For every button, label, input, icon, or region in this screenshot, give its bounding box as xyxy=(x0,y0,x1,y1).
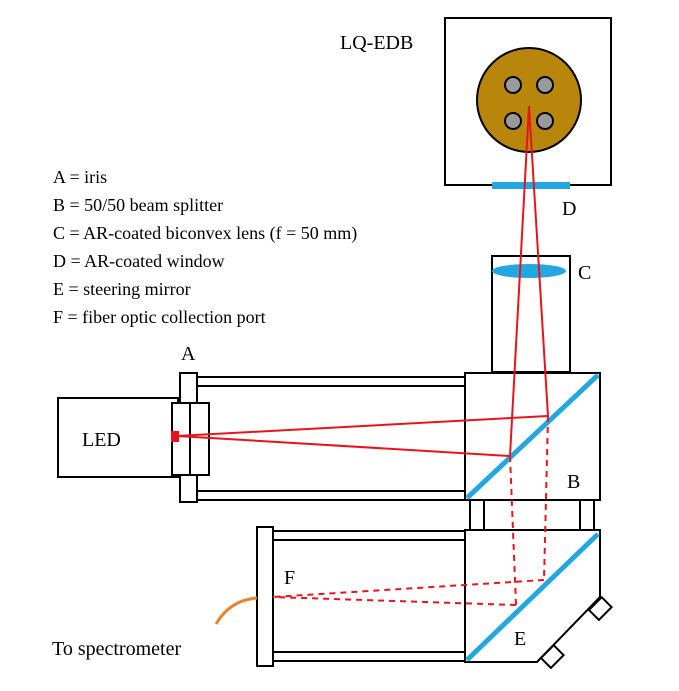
sample-pin xyxy=(504,112,522,130)
led-housing xyxy=(57,397,179,478)
cage-rod xyxy=(196,376,466,387)
steering-mirror-e xyxy=(465,532,600,662)
label-b: B xyxy=(567,471,580,493)
cage-rod xyxy=(196,490,466,501)
collected-beam xyxy=(272,596,517,606)
cage-rod xyxy=(272,651,467,662)
to-spectrometer-label: To spectrometer xyxy=(52,638,181,660)
illumination-beam xyxy=(509,105,530,457)
legend-item: E = steering mirror xyxy=(53,279,191,299)
legend-item: B = 50/50 beam splitter xyxy=(53,195,223,215)
sample-pin xyxy=(504,76,522,94)
collected-beam xyxy=(272,579,545,598)
sample-pin xyxy=(536,112,554,130)
cage-rod xyxy=(272,530,467,541)
legend-item: C = AR-coated biconvex lens (f = 50 mm) xyxy=(53,223,357,244)
legend-item: A = iris xyxy=(53,167,107,187)
beam-paths xyxy=(176,105,549,457)
fiber-collection-port-f xyxy=(256,526,274,667)
illumination-beam xyxy=(176,435,511,457)
label-e: E xyxy=(514,628,526,650)
legend-item: D = AR-coated window xyxy=(53,251,225,271)
led-emitter xyxy=(171,431,179,442)
legend-item: F = fiber optic collection port xyxy=(53,307,266,327)
mirror-adjuster-knob xyxy=(539,643,566,670)
illumination-beam xyxy=(176,415,549,437)
cube-post xyxy=(469,499,485,531)
collection-beam-paths xyxy=(272,415,549,606)
sample-pin xyxy=(536,76,554,94)
fiber-cable xyxy=(214,596,258,625)
biconvex-lens-c xyxy=(492,264,566,278)
cube-post xyxy=(579,499,595,531)
label-a: A xyxy=(181,343,196,365)
led-label: LED xyxy=(82,429,121,451)
mirror-adjuster-knob xyxy=(587,595,614,622)
legend: A = iris B = 50/50 beam splitter C = AR-… xyxy=(53,167,357,327)
label-c: C xyxy=(578,262,591,284)
ar-coated-window-d xyxy=(492,182,570,189)
label-f: F xyxy=(284,567,295,589)
illumination-beam xyxy=(528,105,549,417)
collected-beam xyxy=(543,415,549,581)
beam-splitter-b xyxy=(465,373,600,500)
collected-beam xyxy=(509,455,517,606)
label-d: D xyxy=(562,198,576,220)
lq-edb-sample-disc xyxy=(476,47,582,153)
lq-edb-label: LQ-EDB xyxy=(340,32,413,54)
